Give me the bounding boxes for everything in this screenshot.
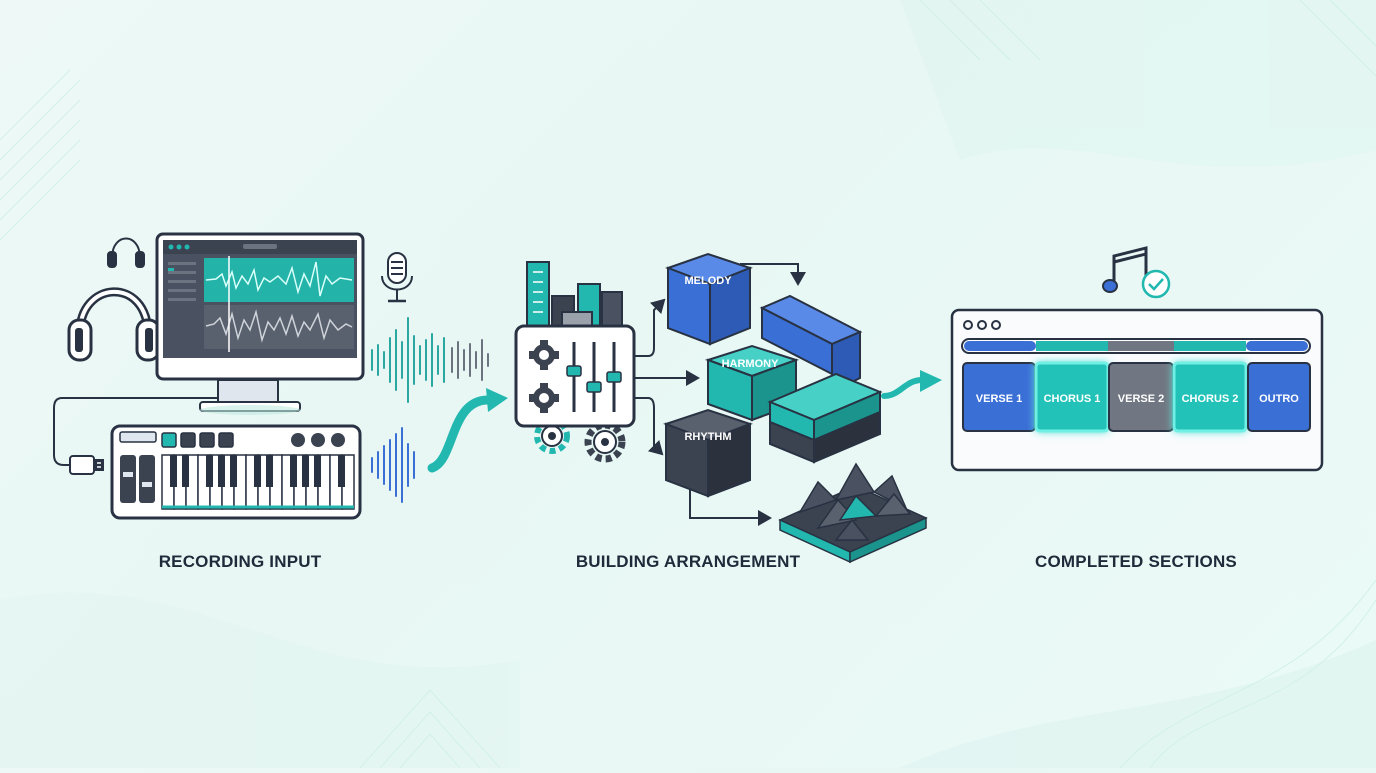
mixer-connectors [634,263,806,526]
section-label: VERSE 1 [976,393,1022,405]
section-chorus-1: CHORUS 1 [1034,361,1110,433]
combined-arrangement-block [759,294,883,464]
recording-input-group [53,232,508,520]
stage-title-arrangement: BUILDING ARRANGEMENT [575,552,801,571]
flow-arrow-1-head [486,388,508,412]
section-label: OUTRO [1259,393,1299,405]
section-label: VERSE 2 [1118,393,1164,405]
rhythm-label: RHYTHM [684,431,731,443]
flow-arrow-1 [427,395,493,473]
section-verse-1: VERSE 1 [962,362,1036,432]
section-label: CHORUS 1 [1044,393,1101,405]
melody-block: MELODY [665,252,753,346]
microphone-icon [381,252,413,303]
stage-title-completed: COMPLETED SECTIONS [1035,552,1237,571]
section-verse-2: VERSE 2 [1108,362,1174,432]
building-arrangement-group: MELODY HARMONY RHYTHM [514,252,942,564]
section-label: CHORUS 2 [1182,393,1239,405]
melody-label: MELODY [684,275,732,287]
mixer-icon [514,324,636,428]
harmony-label: HARMONY [722,358,779,370]
headphones-icon [67,287,161,362]
music-note-check-icon [1102,246,1171,299]
section-outro: OUTRO [1247,362,1311,432]
flow-arrow-2-head [920,370,942,392]
bar-stack-decoration [526,261,623,333]
stage-title-recording: RECORDING INPUT [158,552,322,571]
rhythm-block: RHYTHM [663,408,753,498]
completed-sections-group: VERSE 1 CHORUS 1 VERSE 2 CHORUS 2 OUTRO [950,246,1324,472]
usb-cable [53,385,221,466]
monitor-icon [155,232,365,415]
acoustic-panel-icon [778,462,928,564]
midi-keyboard-icon [110,424,362,520]
small-headphones-icon [107,237,145,268]
sound-wave-icon [371,317,489,503]
flow-arrow-2 [881,377,925,399]
section-chorus-2: CHORUS 2 [1172,361,1248,433]
usb-cable-icon [69,455,104,475]
